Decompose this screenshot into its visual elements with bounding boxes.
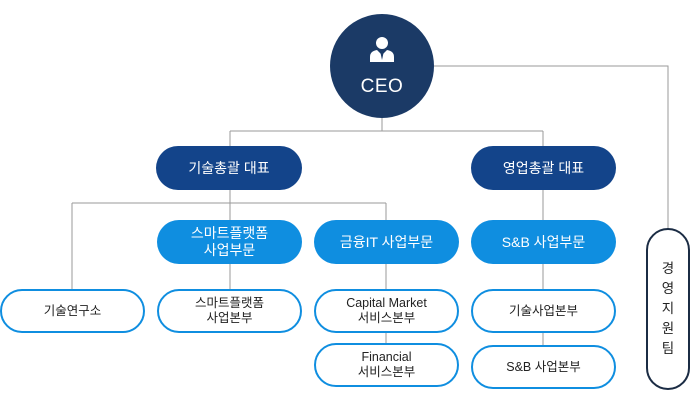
smart-platform-division-node: 스마트플랫폼 사업부문 — [157, 220, 302, 264]
sales-head-node: 영업총괄 대표 — [471, 146, 616, 190]
snb-division-node: S&B 사업부문 — [471, 220, 616, 264]
management-support-char: 경 — [661, 261, 675, 276]
snb-unit-node: S&B 사업본부 — [471, 345, 616, 389]
finance-it-division-node: 금융IT 사업부문 — [314, 220, 459, 264]
management-support-team-node: 경 영 지 원 팀 — [646, 228, 690, 390]
person-icon — [370, 37, 394, 62]
ceo-label: CEO — [360, 76, 404, 97]
management-support-char: 영 — [661, 281, 675, 296]
smart-platform-unit-node: 스마트플랫폼 사업본부 — [157, 289, 302, 333]
financial-unit-node: Financial 서비스본부 — [314, 343, 459, 387]
tech-head-node: 기술총괄 대표 — [156, 146, 302, 190]
management-support-char: 원 — [661, 321, 675, 336]
research-lab-node: 기술연구소 — [0, 289, 145, 333]
ceo-node: CEO — [330, 14, 434, 118]
tech-business-unit-node: 기술사업본부 — [471, 289, 616, 333]
management-support-char: 지 — [661, 301, 675, 316]
management-support-char: 팀 — [661, 341, 675, 356]
capital-market-unit-node: Capital Market 서비스본부 — [314, 289, 459, 333]
